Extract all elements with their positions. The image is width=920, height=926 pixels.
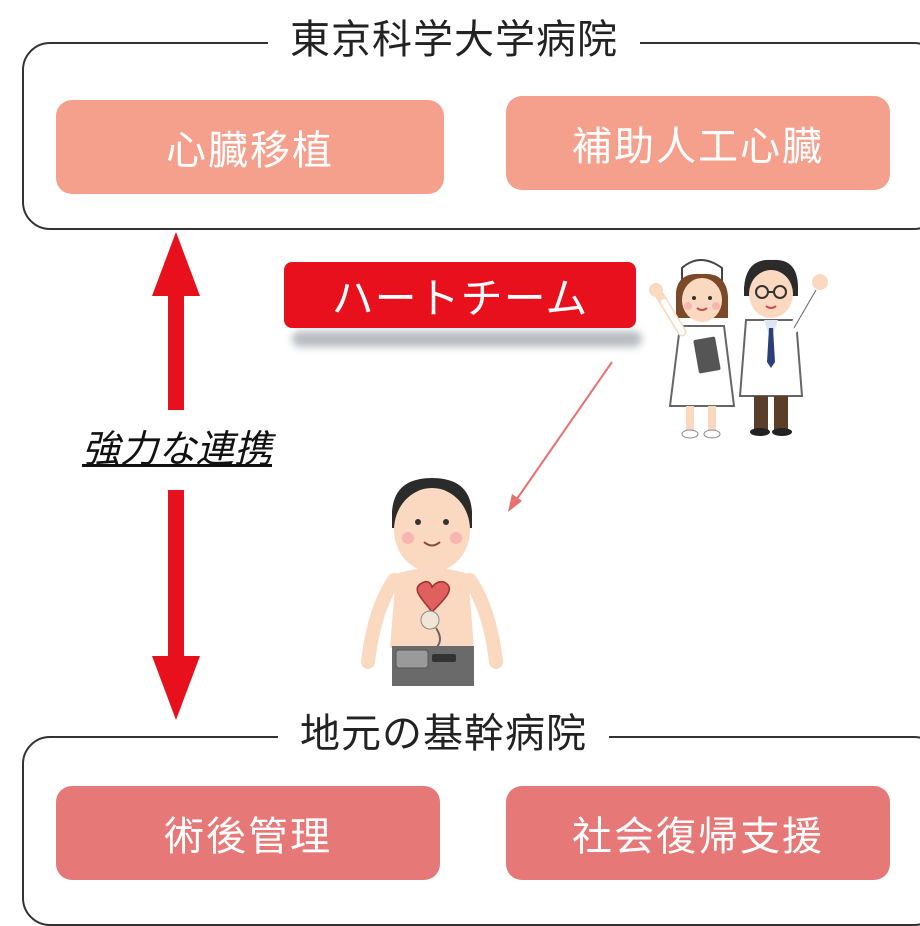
postop-care-box: 術後管理 bbox=[56, 786, 440, 880]
vad-box: 補助人工心臓 bbox=[506, 96, 890, 190]
patient-icon bbox=[361, 478, 503, 686]
up-arrow bbox=[152, 232, 200, 410]
down-arrow bbox=[152, 490, 200, 720]
heart-transplant-box: 心臓移植 bbox=[56, 100, 444, 194]
social-return-box: 社会復帰支援 bbox=[506, 786, 890, 880]
doctor-icon bbox=[738, 259, 828, 436]
team-badge-shadow bbox=[292, 331, 642, 347]
bottom-group-title: 地元の基幹病院 bbox=[278, 708, 609, 760]
top-group-title: 東京科学大学病院 bbox=[268, 14, 640, 66]
nurse-icon bbox=[649, 259, 736, 439]
heart-team-badge: ハートチーム bbox=[284, 262, 636, 328]
collaboration-label: 強力な連携 bbox=[81, 427, 272, 471]
team-to-patient-arrow bbox=[508, 361, 613, 512]
